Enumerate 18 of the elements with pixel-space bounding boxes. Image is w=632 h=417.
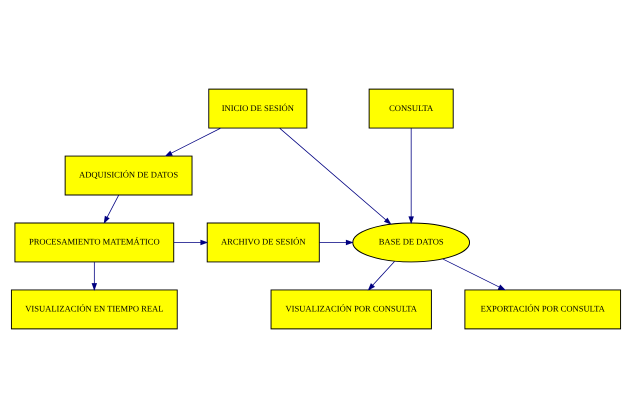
- node-box: ADQUISICIÓN DE DATOS: [64, 155, 192, 195]
- arrow: [408, 127, 414, 224]
- node-box: VISUALIZACIÓN POR CONSULTA: [270, 289, 432, 329]
- arrow: [164, 127, 222, 156]
- node-box: EXPORTACIÓN POR CONSULTA: [464, 289, 622, 329]
- node-box: ARCHIVO DE SESIÓN: [206, 222, 320, 262]
- node-ellipse: BASE DE DATOS: [352, 222, 470, 262]
- arrow: [442, 258, 506, 290]
- arrow: [92, 261, 98, 290]
- node-box: VISUALIZACIÓN EN TIEMPO REAL: [10, 289, 178, 329]
- arrow: [319, 239, 354, 245]
- arrow: [279, 127, 392, 224]
- arrow: [368, 260, 395, 290]
- node-box: CONSULTA: [368, 88, 454, 128]
- node-box: INICIO DE SESIÓN: [208, 88, 308, 128]
- node-box: PROCESAMIENTO MATEMÁTICO: [14, 222, 174, 262]
- arrow: [104, 194, 120, 224]
- arrow: [173, 239, 208, 245]
